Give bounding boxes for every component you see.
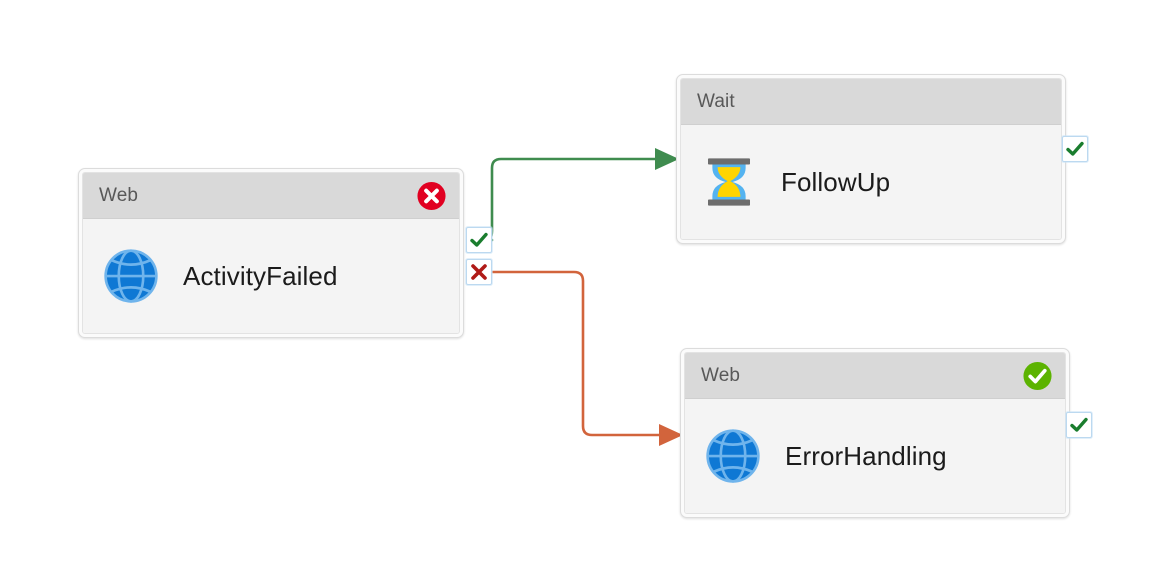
check-icon xyxy=(1066,141,1084,156)
node-inner: Wait FollowUp xyxy=(680,78,1062,240)
globe-icon xyxy=(706,429,760,483)
hourglass-icon xyxy=(708,158,750,206)
check-icon xyxy=(1070,417,1088,432)
node-name-label: ErrorHandling xyxy=(785,441,947,471)
node-type-label: Web xyxy=(99,185,139,206)
success-badge[interactable] xyxy=(1022,360,1053,391)
node-header: Web xyxy=(685,353,1065,399)
globe-icon xyxy=(104,249,158,303)
connector-path-success xyxy=(481,157,657,242)
node-header: Wait xyxy=(681,79,1061,125)
node-name-label: FollowUp xyxy=(781,167,891,197)
node-body: FollowUp xyxy=(681,125,1061,239)
node-inner: Web xyxy=(82,172,460,334)
node-header: Web xyxy=(83,173,459,219)
connector-activityfailed-failure-to-errorhandling[interactable] xyxy=(481,270,683,446)
port-success-errorhandling[interactable] xyxy=(1066,412,1092,438)
node-activityfailed[interactable]: Web xyxy=(78,168,464,338)
port-success-followup[interactable] xyxy=(1062,136,1088,162)
port-failure-activityfailed[interactable] xyxy=(466,259,492,285)
connector-path-failure xyxy=(481,270,661,437)
port-success-activityfailed[interactable] xyxy=(466,227,492,253)
check-icon xyxy=(470,232,488,247)
connector-activityfailed-success-to-followup[interactable] xyxy=(481,148,679,242)
node-inner: Web ErrorH xyxy=(684,352,1066,514)
node-body: ErrorHandling xyxy=(685,399,1065,513)
error-badge[interactable] xyxy=(416,180,447,211)
node-body: ActivityFailed xyxy=(83,219,459,333)
node-followup[interactable]: Wait FollowUp xyxy=(676,74,1066,244)
cross-icon xyxy=(471,264,487,280)
node-errorhandling[interactable]: Web ErrorH xyxy=(680,348,1070,518)
node-name-label: ActivityFailed xyxy=(183,261,338,291)
node-type-label: Web xyxy=(701,365,741,386)
node-type-label: Wait xyxy=(697,91,735,112)
